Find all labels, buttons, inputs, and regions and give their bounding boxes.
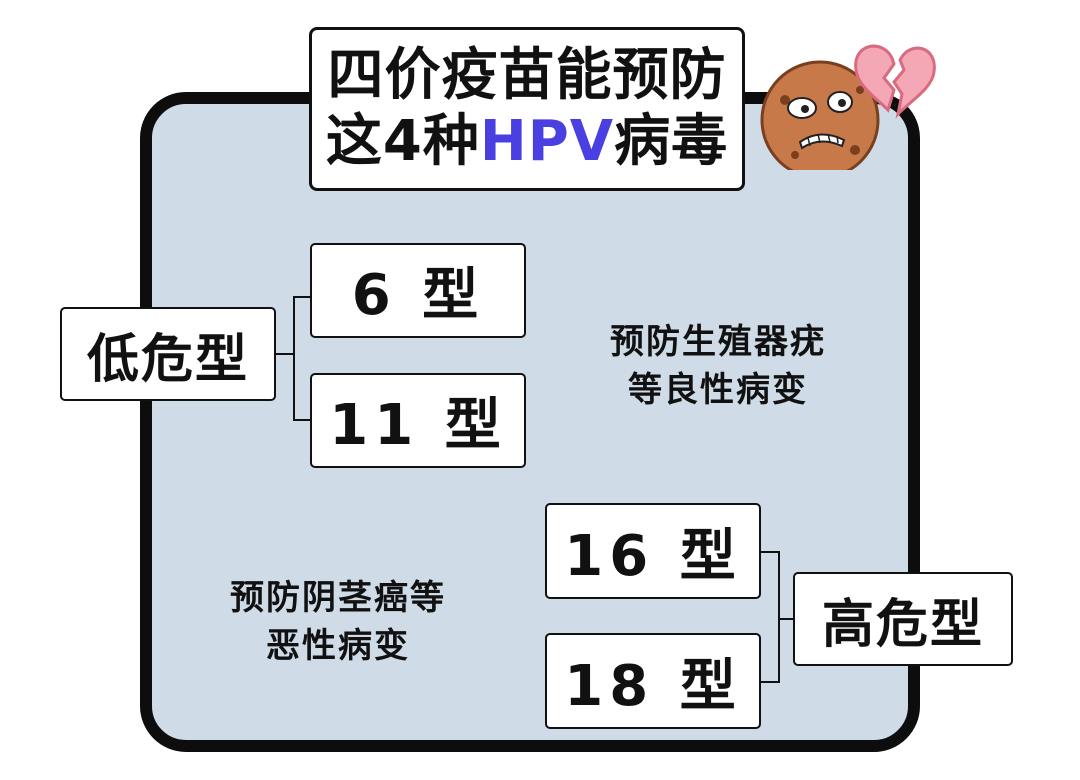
high-risk-label-box: 高危型 [793,572,1013,666]
high-risk-note: 预防阴茎癌等 恶性病变 [188,574,488,670]
type-18-box: 18 型 [545,633,761,729]
connector-low-top [293,296,311,298]
title-prefix: 这4种 [325,109,480,174]
type-16-box: 16 型 [545,503,761,599]
low-risk-note-line-1: 预防生殖器疣 [610,322,826,362]
low-risk-label-box: 低危型 [60,307,276,401]
connector-low-vertical [293,296,295,421]
diagram-panel [140,92,920,752]
connector-high-top [761,551,779,553]
high-risk-note-line-2: 恶性病变 [266,626,410,666]
title-line-2: 这4种HPV病毒 [326,109,728,175]
title-line-1: 四价疫苗能预防 [327,43,727,108]
connector-high-vertical [778,551,780,683]
connector-low-stem [276,353,294,355]
title-box: 四价疫苗能预防 这4种HPV病毒 [309,27,745,191]
connector-high-bottom [761,681,779,683]
title-highlight: HPV [479,109,615,174]
low-risk-note: 预防生殖器疣 等良性病变 [568,318,868,414]
cookie-face-icon [760,60,880,170]
connector-low-bottom [293,419,311,421]
connector-high-stem [779,618,794,620]
decoration-group [760,44,936,170]
broken-heart-icon [854,44,936,119]
title-suffix: 病毒 [614,109,729,174]
high-risk-note-line-1: 预防阴茎癌等 [230,578,446,618]
type-6-box: 6 型 [310,243,526,338]
low-risk-note-line-2: 等良性病变 [628,370,808,410]
type-11-box: 11 型 [310,373,526,468]
